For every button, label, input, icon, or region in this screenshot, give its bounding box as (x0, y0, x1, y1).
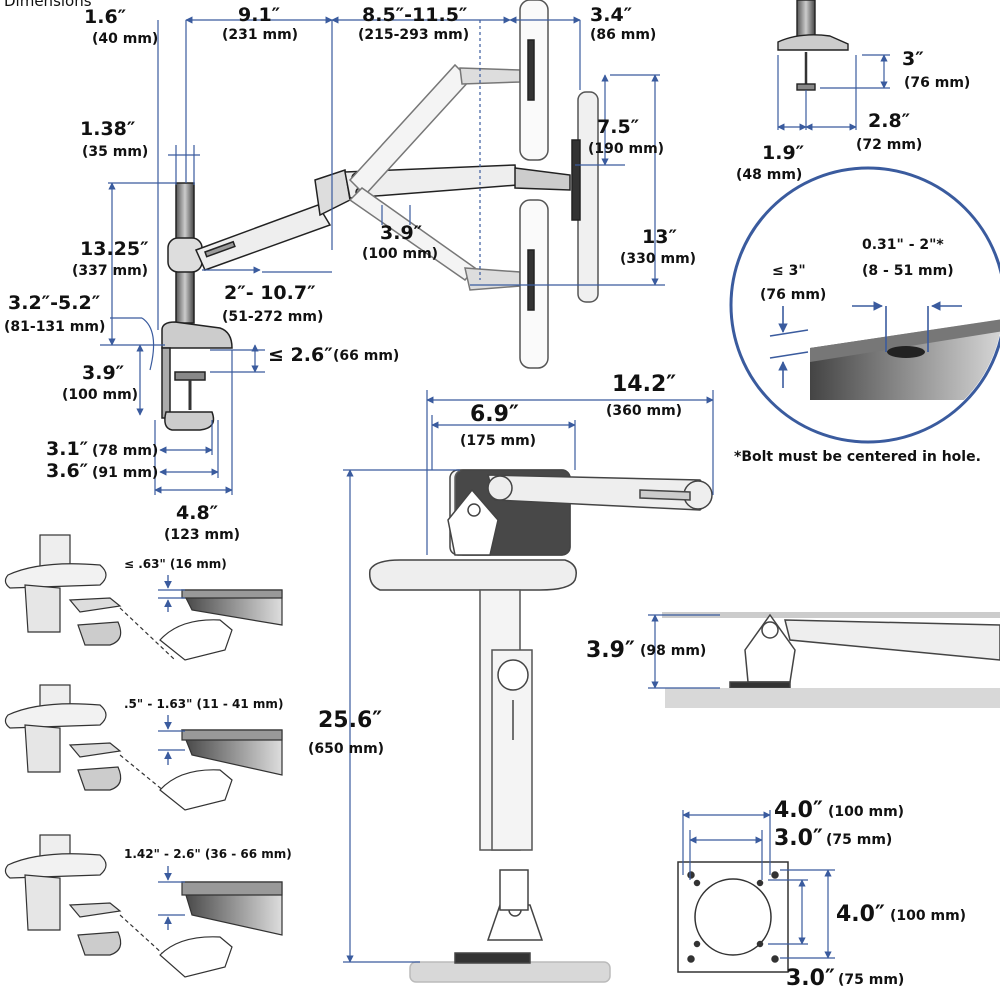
side-view-drawing (662, 612, 1000, 708)
grommet-height-mm: (76 mm) (904, 75, 971, 91)
clamp-option-large-label: 1.42" - 2.6" (36 - 66 mm) (124, 847, 292, 861)
bolt-note: *Bolt must be centered in hole. (734, 449, 981, 465)
lift-mm: (190 mm) (588, 141, 665, 157)
pole-diameter-in: 1.38″ (80, 118, 136, 140)
pole-collar (167, 237, 203, 273)
arm-reach-mm: (231 mm) (222, 27, 299, 43)
main-arm-drawing (161, 0, 599, 431)
base-width-in: 4.8″ (176, 502, 219, 524)
total-lift-mm: (330 mm) (620, 251, 697, 267)
grommet-width-b-mm: (72 mm) (856, 137, 923, 153)
clamp-depth-in: 3.9″ (82, 362, 125, 384)
clamp-depth-mm: (100 mm) (62, 387, 139, 403)
grommet-width-a-in: 1.9″ (762, 142, 805, 164)
clamp-base-mm: (91 mm) (92, 465, 159, 481)
pole-width-in: 1.6″ (84, 6, 127, 28)
grommet-mount-drawing (777, 0, 849, 91)
forearm-drop-in: 3.9″ (380, 222, 423, 244)
hole-range-mm: (8 - 51 mm) (862, 263, 954, 279)
clamp-height-in: 3.2″-5.2″ (8, 292, 101, 314)
hole-detail (729, 166, 1000, 444)
vesa-outer-h-in: 4.0″ (836, 902, 885, 927)
grommet-height-in: 3″ (902, 48, 924, 70)
hole-range-in: 0.31" - 2"* (862, 237, 944, 253)
total-lift-in: 13″ (642, 226, 677, 248)
clamp-base-in: 3.6″ (46, 460, 89, 482)
side-view-dimension-lines (648, 614, 720, 689)
vesa-outer-h-mm: (100 mm) (890, 908, 967, 924)
top-view-inner-mm: (175 mm) (460, 433, 537, 449)
vesa-outer-w-in: 4.0″ (774, 798, 823, 823)
clamp-option-dimension-lines (158, 575, 185, 930)
clamp-option-medium (4, 684, 283, 811)
clamp-option-large (4, 834, 283, 978)
side-clearance-in: 3.9″ (586, 638, 635, 663)
pivot-range-mm: (51-272 mm) (222, 309, 324, 325)
desk-thickness-mm: (66 mm) (333, 348, 400, 364)
clamp-pad-in: 3.1″ (46, 438, 89, 460)
clamp-height-mm: (81-131 mm) (4, 319, 106, 335)
pole-height-mm: (337 mm) (72, 263, 149, 279)
pivot-range-in: 2″- 10.7″ (224, 282, 316, 304)
vesa-dimension-lines (682, 810, 835, 959)
pole-width-mm: (40 mm) (92, 31, 159, 47)
desk-max-in: ≤ 3" (772, 263, 806, 279)
top-view-height-in: 25.6″ (318, 708, 383, 733)
pole-height-in: 13.25″ (80, 238, 149, 260)
desk-max-mm: (76 mm) (760, 287, 827, 303)
vesa-inner-w-mm: (75 mm) (826, 832, 893, 848)
top-view-total-in: 14.2″ (612, 372, 677, 397)
top-view-inner-in: 6.9″ (470, 402, 519, 427)
grommet-width-a-mm: (48 mm) (736, 167, 803, 183)
top-view-dimension-lines (343, 390, 714, 963)
clamp-option-small (4, 534, 283, 661)
top-view-drawing (368, 469, 713, 983)
arm-reach-in: 9.1″ (238, 4, 281, 26)
lift-in: 7.5″ (597, 116, 640, 138)
vesa-plate-drawing (677, 861, 789, 973)
monitor-offset-mm: (86 mm) (590, 27, 657, 43)
vesa-inner-w-in: 3.0″ (774, 826, 823, 851)
page-title: Dimensions (4, 0, 92, 10)
top-view-height-mm: (650 mm) (308, 741, 385, 757)
clamp-pad-mm: (78 mm) (92, 443, 159, 459)
monitor-offset-in: 3.4″ (590, 4, 633, 26)
forearm-drop-mm: (100 mm) (362, 246, 439, 262)
forearm-reach-in: 8.5″-11.5″ (362, 4, 468, 26)
clamp-option-small-label: ≤ .63" (16 mm) (124, 557, 227, 571)
main-arm-dimension-lines (100, 16, 665, 495)
desk-thickness-in: ≤ 2.6″ (268, 344, 333, 366)
base-width-mm: (123 mm) (164, 527, 241, 543)
forearm-reach-mm: (215-293 mm) (358, 27, 470, 43)
pole-diameter-mm: (35 mm) (82, 144, 149, 160)
vesa-outer-w-mm: (100 mm) (828, 804, 905, 820)
vesa-inner-h-in: 3.0″ (786, 966, 835, 991)
grommet-width-b-in: 2.8″ (868, 110, 911, 132)
top-view-total-mm: (360 mm) (606, 403, 683, 419)
grommet-dimension-lines (777, 54, 890, 131)
clamp-option-medium-label: .5" - 1.63" (11 - 41 mm) (124, 697, 284, 711)
clamp-options-drawing (4, 534, 283, 978)
side-clearance-mm: (98 mm) (640, 643, 707, 659)
vesa-inner-h-mm: (75 mm) (838, 972, 905, 988)
